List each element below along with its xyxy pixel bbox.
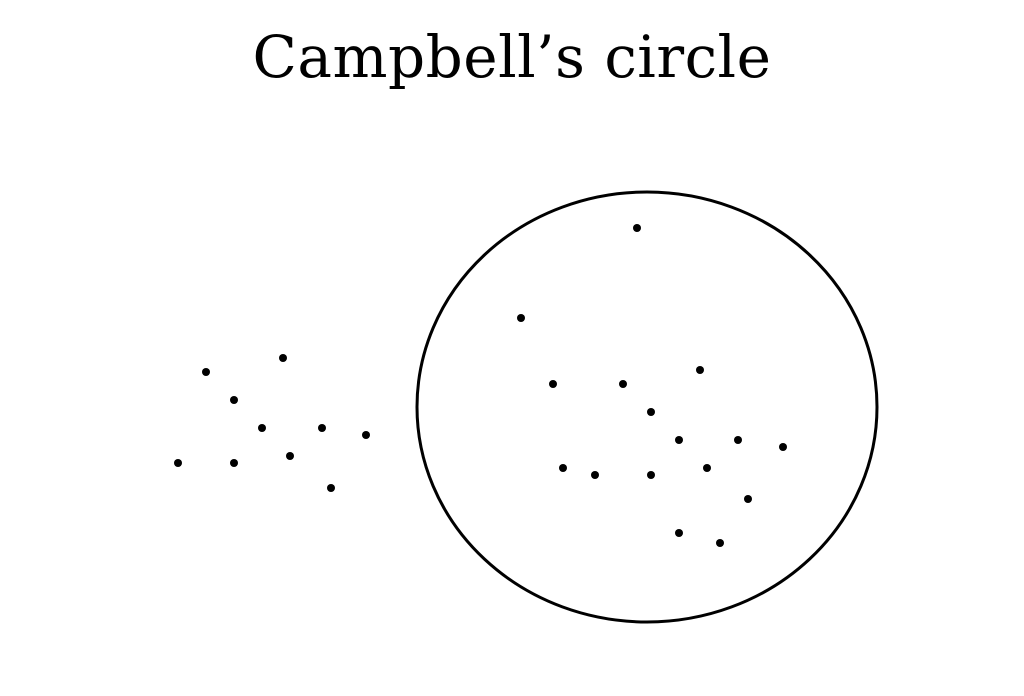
dot: [230, 396, 238, 404]
outside-dots: [174, 354, 370, 492]
dot: [779, 443, 787, 451]
dot: [258, 424, 266, 432]
dot: [591, 471, 599, 479]
diagram-title: Campbell’s circle: [252, 23, 772, 91]
dot: [716, 539, 724, 547]
dot: [230, 459, 238, 467]
dot: [675, 436, 683, 444]
campbell-circle: [415, 190, 879, 624]
dot: [517, 314, 525, 322]
dot: [703, 464, 711, 472]
dot: [633, 224, 641, 232]
dot: [279, 354, 287, 362]
dot: [286, 452, 294, 460]
dot: [734, 436, 742, 444]
dot: [675, 529, 683, 537]
inside-dots: [517, 224, 787, 547]
dot: [318, 424, 326, 432]
dot: [362, 431, 370, 439]
dot: [619, 380, 627, 388]
dot: [174, 459, 182, 467]
dot: [549, 380, 557, 388]
dot: [559, 464, 567, 472]
dot: [202, 368, 210, 376]
dot: [647, 471, 655, 479]
dot: [744, 495, 752, 503]
dot: [327, 484, 335, 492]
dot: [696, 366, 704, 374]
dot: [647, 408, 655, 416]
